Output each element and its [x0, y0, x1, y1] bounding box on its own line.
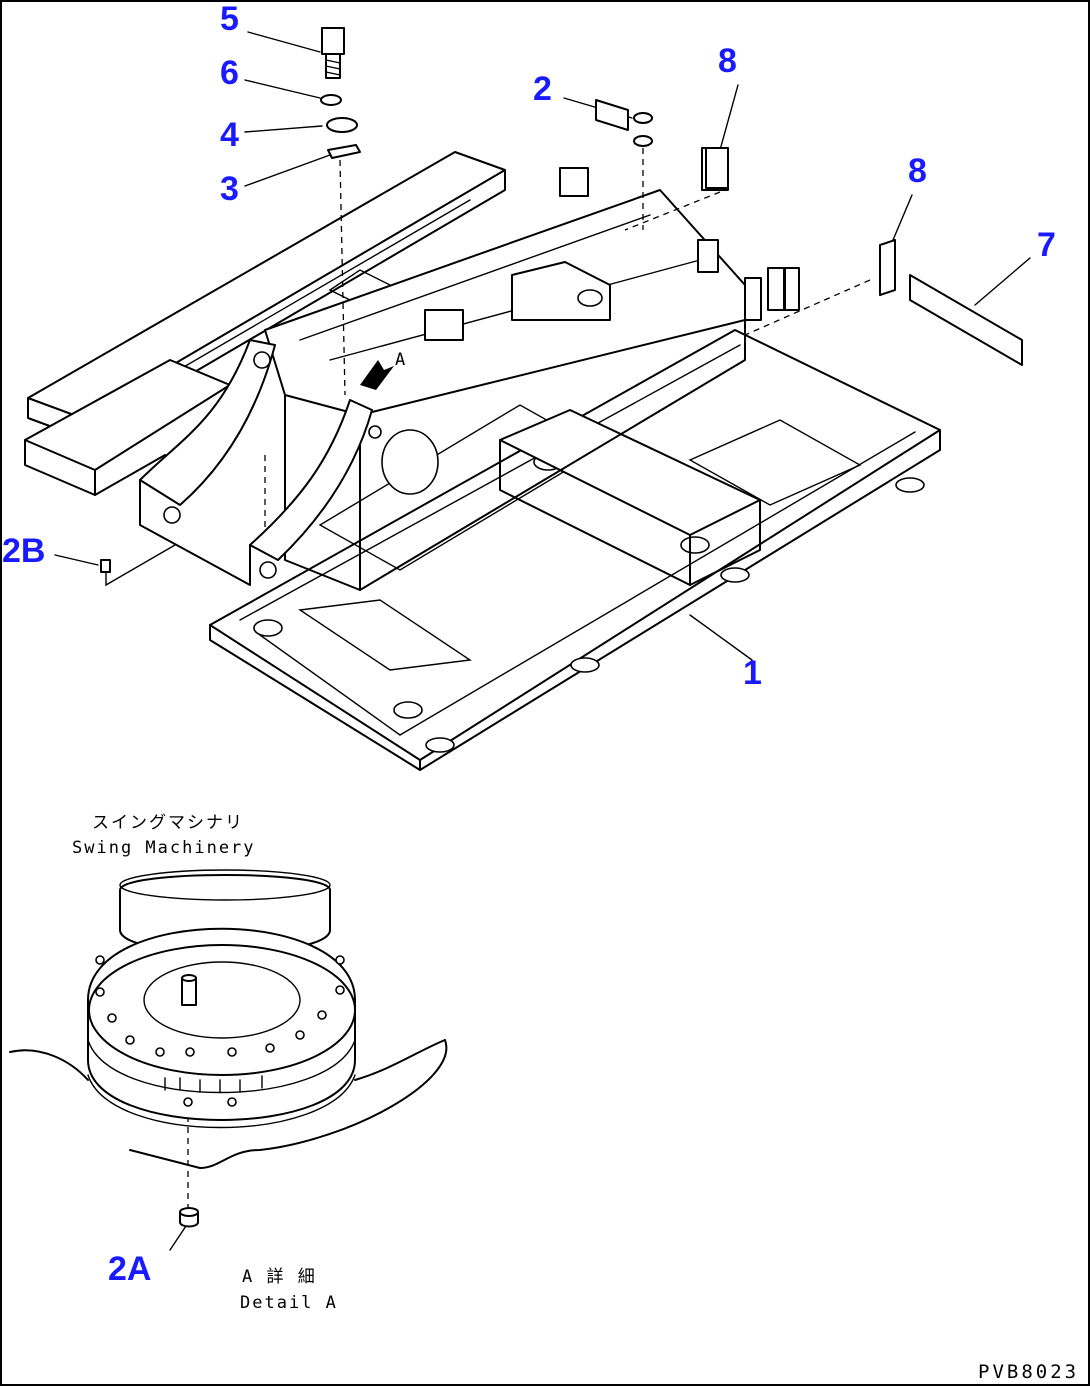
- drawing-code: PVB8023: [978, 1361, 1079, 1383]
- callout-1: 1: [743, 654, 762, 692]
- plate-part-3: [327, 144, 361, 159]
- revolving-frame: [24, 147, 941, 771]
- view-arrow-icon: [360, 360, 394, 390]
- view-marker-A: A: [395, 350, 407, 370]
- detail-a-title-en: Detail A: [240, 1293, 338, 1313]
- callout-2B: 2B: [2, 532, 45, 570]
- swing-machinery-label-jp: スイングマシナリ: [92, 813, 244, 833]
- detail-a-title-jp: A 詳 細: [242, 1267, 317, 1287]
- callout-3: 3: [220, 170, 239, 208]
- washer-part-6: [320, 94, 342, 106]
- callout-8-upper: 8: [718, 42, 737, 80]
- plate-part-2: [595, 99, 653, 147]
- swing-machinery-label-en: Swing Machinery: [72, 838, 256, 858]
- callout-4: 4: [220, 116, 239, 154]
- block-part-8-right: [879, 239, 896, 296]
- callout-2A: 2A: [108, 1250, 151, 1288]
- cap-part-4: [326, 117, 358, 133]
- strip-part-7: [909, 274, 1023, 366]
- callout-6: 6: [220, 54, 239, 92]
- pin-part-2B: [100, 559, 111, 573]
- callout-5: 5: [220, 0, 239, 38]
- callout-8-right: 8: [908, 152, 927, 190]
- callout-7: 7: [1037, 226, 1056, 264]
- block-part-8-upper: [705, 147, 729, 189]
- detail-a-view: [9, 869, 448, 1228]
- callout-2: 2: [533, 70, 552, 108]
- bolt-part-5: [321, 27, 345, 79]
